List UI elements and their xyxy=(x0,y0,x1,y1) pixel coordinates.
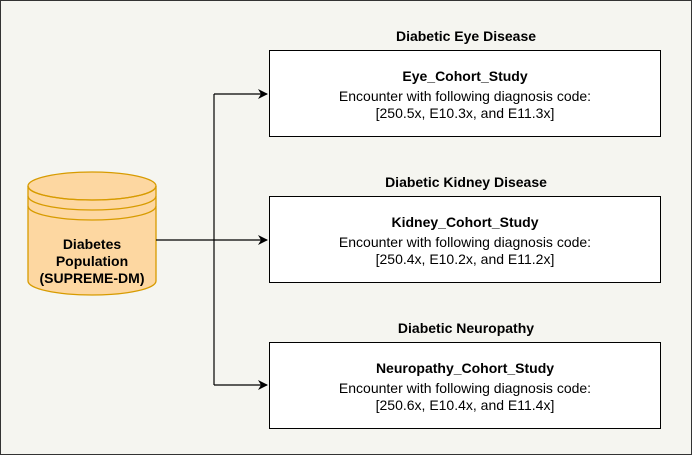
cohort-box-kidney: Kidney_Cohort_Study Encounter with follo… xyxy=(269,196,661,283)
cohort-box-eye: Eye_Cohort_Study Encounter with followin… xyxy=(269,50,661,137)
group-title-neuropathy: Diabetic Neuropathy xyxy=(397,320,535,336)
source-label-line: (SUPREME-DM) xyxy=(39,270,145,286)
study-name: Kidney_Cohort_Study xyxy=(391,214,539,230)
diagnosis-codes: [250.6x, E10.4x, and E11.4x] xyxy=(375,397,555,413)
source-label-line: Diabetes xyxy=(62,236,122,252)
source-label: Diabetes Population (SUPREME-DM) xyxy=(28,236,156,287)
diagnosis-codes: [250.5x, E10.3x, and E11.3x] xyxy=(375,105,555,121)
source-label-line: Population xyxy=(55,253,129,269)
group-title-kidney: Diabetic Kidney Disease xyxy=(385,174,547,190)
diagnosis-codes: [250.4x, E10.2x, and E11.2x] xyxy=(375,251,555,267)
cohort-box-neuropathy: Neuropathy_Cohort_Study Encounter with f… xyxy=(269,342,661,429)
study-name: Eye_Cohort_Study xyxy=(402,68,528,84)
study-name: Neuropathy_Cohort_Study xyxy=(375,360,555,376)
diagnosis-description: Encounter with following diagnosis code: xyxy=(338,380,592,396)
diagnosis-description: Encounter with following diagnosis code: xyxy=(338,88,592,104)
group-title-eye: Diabetic Eye Disease xyxy=(395,28,537,44)
database-cylinder-icon xyxy=(27,171,157,296)
diagnosis-description: Encounter with following diagnosis code: xyxy=(338,234,592,250)
